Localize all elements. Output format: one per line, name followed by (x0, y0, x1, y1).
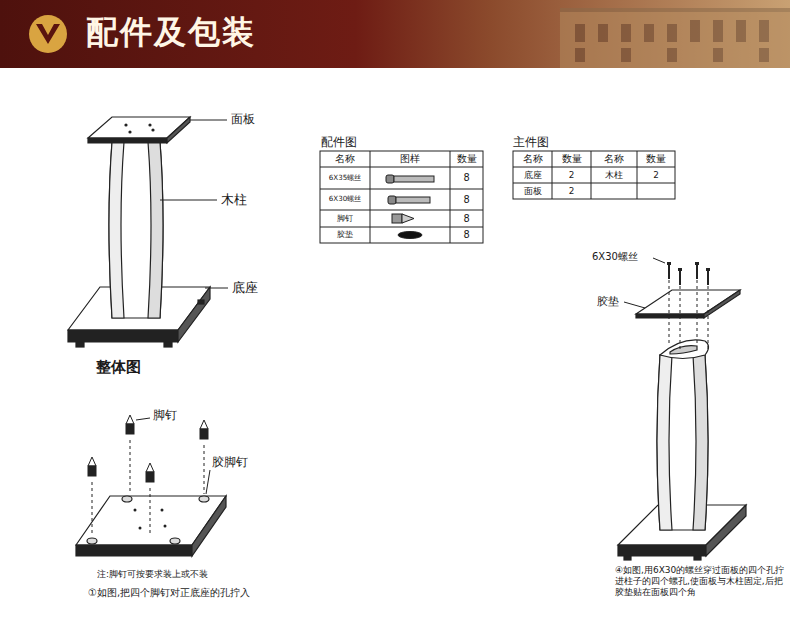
note-text: 注:脚钉可按要求装上或不装 (97, 569, 208, 580)
table-cell: 木柱 (591, 167, 637, 183)
main-parts-table (513, 151, 675, 199)
table-cell: 6X35螺丝 (320, 167, 370, 189)
parts-table (320, 151, 483, 243)
table-cell: 底座 (513, 167, 552, 183)
table-cell: 数量 (450, 151, 483, 167)
assembly-dashed-line (92, 440, 204, 536)
part-label: 胶脚钉 (212, 455, 248, 469)
part-label: 底座 (232, 280, 258, 296)
header-banner (0, 0, 790, 68)
table-cell: 名称 (591, 151, 637, 167)
header-icon (29, 15, 67, 53)
step-text: ①如图,把四个脚钉对正底座的孔拧入 (88, 587, 250, 599)
table-cell: 6X30螺丝 (320, 189, 370, 210)
table-cell: 8 (450, 210, 483, 227)
table-cell: 8 (450, 167, 483, 189)
assembly-figure (618, 290, 746, 560)
screw (667, 262, 710, 285)
part-label: 木柱 (221, 192, 247, 208)
stand-overall (68, 117, 210, 347)
assembly-dashed-line (669, 280, 708, 350)
table-cell: 2 (637, 167, 675, 183)
table-cell: 图样 (370, 151, 450, 167)
header-icon (36, 24, 60, 44)
table-title: 主件图 (513, 135, 549, 149)
figure-caption: 整体图 (96, 358, 141, 376)
table-cell: 2 (552, 183, 591, 199)
table-cell: 8 (450, 189, 483, 210)
leader-line (136, 418, 210, 494)
part-label: 6X30螺丝 (592, 251, 638, 263)
table-cell: 胶垫 (320, 227, 370, 243)
table-cell: 数量 (637, 151, 675, 167)
table-cell: 8 (450, 227, 483, 243)
table-cell: 数量 (552, 151, 591, 167)
table-cell: 脚钉 (320, 210, 370, 227)
table-cell: 面板 (513, 183, 552, 199)
table-title: 配件图 (321, 135, 357, 149)
table-cell: 名称 (513, 151, 552, 167)
part-label: 胶垫 (597, 295, 619, 308)
building-photo (560, 8, 790, 68)
leader-line (160, 120, 228, 288)
part-icons (386, 175, 434, 239)
leader-line (624, 258, 665, 308)
part-label: 脚钉 (153, 408, 177, 422)
table-cell: 名称 (320, 151, 370, 167)
base-feet-figure (76, 496, 226, 556)
screw-holes (124, 123, 154, 133)
page-title: 配件及包装 (86, 11, 256, 55)
table-cell: 2 (552, 167, 591, 183)
foot-spike (88, 415, 208, 482)
step-text: ④如图,用6X30的螺丝穿过面板的四个孔拧进柱子的四个螺孔,使面板与木柱固定,后… (615, 565, 785, 597)
part-label: 面板 (231, 112, 255, 126)
